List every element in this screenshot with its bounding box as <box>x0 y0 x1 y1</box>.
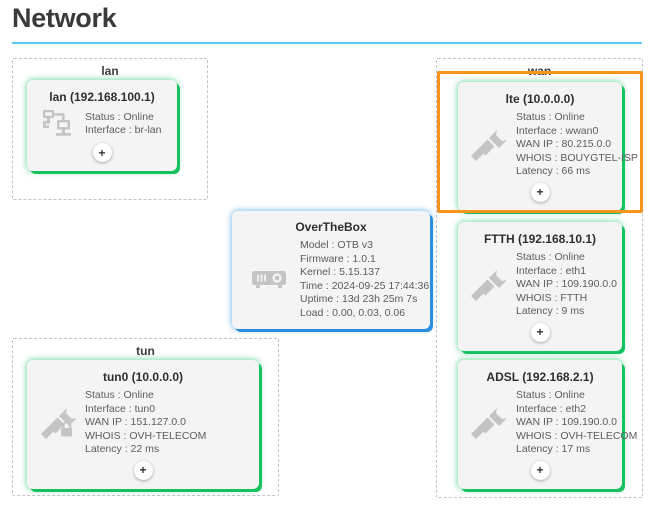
card-body: Model : OTB v3 Firmware : 1.0.1 Kernel :… <box>232 235 430 320</box>
field-whois: WHOIS : OVH-TELECOM <box>516 429 638 442</box>
group-label-lan: lan <box>101 64 119 78</box>
group-lan: lan <box>12 58 208 200</box>
ftth-card[interactable]: FTTH (192.168.10.1) Status : Online Inte… <box>458 222 622 351</box>
adsl-card[interactable]: ADSL (192.168.2.1) Status : Online Inter… <box>458 360 637 489</box>
field-interface: Interface : tun0 <box>85 402 156 415</box>
plug-icon <box>466 268 514 302</box>
add-interface-button[interactable]: + <box>133 460 153 480</box>
lan-card[interactable]: lan (192.168.100.1) <box>27 80 177 171</box>
card-title: ADSL (192.168.2.1) <box>486 370 594 384</box>
card-fields: Status : Online Interface : eth2 WAN IP … <box>514 389 637 457</box>
card-spacer <box>232 320 430 329</box>
card-title: lan (192.168.100.1) <box>49 90 155 104</box>
field-status: Status : Online <box>516 251 585 263</box>
overthebox-card[interactable]: OverTheBox Model : OTB v3 Firmware : 1.0… <box>232 211 430 329</box>
field-wan-ip: WAN IP : 80.215.0.0 <box>516 138 612 150</box>
lte-card[interactable]: lte (10.0.0.0) Status : Online Interface… <box>458 82 638 211</box>
field-interface: Interface : br-lan <box>85 124 162 136</box>
field-status: Status : Online <box>516 389 585 401</box>
card-fields: Status : Online Interface : br-lan <box>83 111 169 138</box>
field-interface: Interface : wwan0 <box>516 124 599 137</box>
card-footer: + <box>458 457 622 489</box>
field-wan-ip: WAN IP : 109.190.0.0 <box>516 416 617 428</box>
card-fields: Status : Online Interface : wwan0 WAN IP… <box>514 111 638 179</box>
field-whois: WHOIS : FTTH <box>516 291 588 304</box>
add-interface-button[interactable]: + <box>92 143 112 162</box>
add-interface-button[interactable]: + <box>530 182 550 202</box>
selection-highlight <box>437 71 643 213</box>
device-box-icon <box>240 267 298 293</box>
field-latency: Latency : 9 ms <box>516 305 585 317</box>
field-status: Status : Online <box>85 110 154 123</box>
title-divider <box>12 42 642 44</box>
plug-icon <box>466 128 514 162</box>
add-interface-button[interactable]: + <box>530 460 550 480</box>
field-load: Load : 0.00, 0.03, 0.06 <box>300 306 406 319</box>
field-whois: WHOIS : OVH-TELECOM <box>85 429 207 442</box>
field-model: Model : OTB v3 <box>300 239 373 251</box>
field-status: Status : Online <box>516 111 585 123</box>
add-interface-button[interactable]: + <box>530 322 550 342</box>
field-kernel: Kernel : 5.15.137 <box>300 266 380 278</box>
secure-plug-icon <box>35 405 83 441</box>
field-wan-ip: WAN IP : 109.190.0.0 <box>516 278 617 290</box>
card-fields: Status : Online Interface : eth1 WAN IP … <box>514 251 617 319</box>
card-body: Status : Online Interface : tun0 WAN IP … <box>27 385 259 457</box>
network-sitemap-icon <box>35 109 83 139</box>
card-footer: + <box>458 179 622 211</box>
group-label-tun: tun <box>136 344 155 358</box>
group-tun: tun <box>12 338 279 496</box>
card-title: OverTheBox <box>295 220 367 234</box>
field-latency: Latency : 66 ms <box>516 165 591 177</box>
page-title: Network <box>12 3 117 33</box>
plug-icon <box>466 406 514 440</box>
card-fields: Model : OTB v3 Firmware : 1.0.1 Kernel :… <box>298 239 429 320</box>
tun0-card[interactable]: tun0 (10.0.0.0) Status : Online Interfac… <box>27 360 259 489</box>
card-footer: + <box>27 457 259 489</box>
field-latency: Latency : 22 ms <box>85 443 160 455</box>
card-body: Status : Online Interface : eth1 WAN IP … <box>458 247 622 319</box>
card-body: Status : Online Interface : wwan0 WAN IP… <box>458 107 638 179</box>
field-whois: WHOIS : BOUYGTEL-ISP <box>516 151 638 164</box>
card-body: Status : Online Interface : eth2 WAN IP … <box>458 385 637 457</box>
card-title: lte (10.0.0.0) <box>505 92 575 106</box>
field-firmware: Firmware : 1.0.1 <box>300 252 376 265</box>
card-title: tun0 (10.0.0.0) <box>102 370 184 384</box>
field-wan-ip: WAN IP : 151.127.0.0 <box>85 416 186 428</box>
field-interface: Interface : eth1 <box>516 264 587 277</box>
card-title: FTTH (192.168.10.1) <box>483 232 597 246</box>
field-interface: Interface : eth2 <box>516 402 587 415</box>
field-latency: Latency : 17 ms <box>516 443 591 455</box>
card-fields: Status : Online Interface : tun0 WAN IP … <box>83 389 251 457</box>
card-footer: + <box>458 319 622 351</box>
card-footer: + <box>27 139 177 171</box>
field-time: Time : 2024-09-25 17:44:36 <box>300 279 430 292</box>
field-uptime: Uptime : 13d 23h 25m 7s <box>300 293 418 305</box>
card-body: Status : Online Interface : br-lan <box>27 105 177 139</box>
field-status: Status : Online <box>85 389 154 401</box>
